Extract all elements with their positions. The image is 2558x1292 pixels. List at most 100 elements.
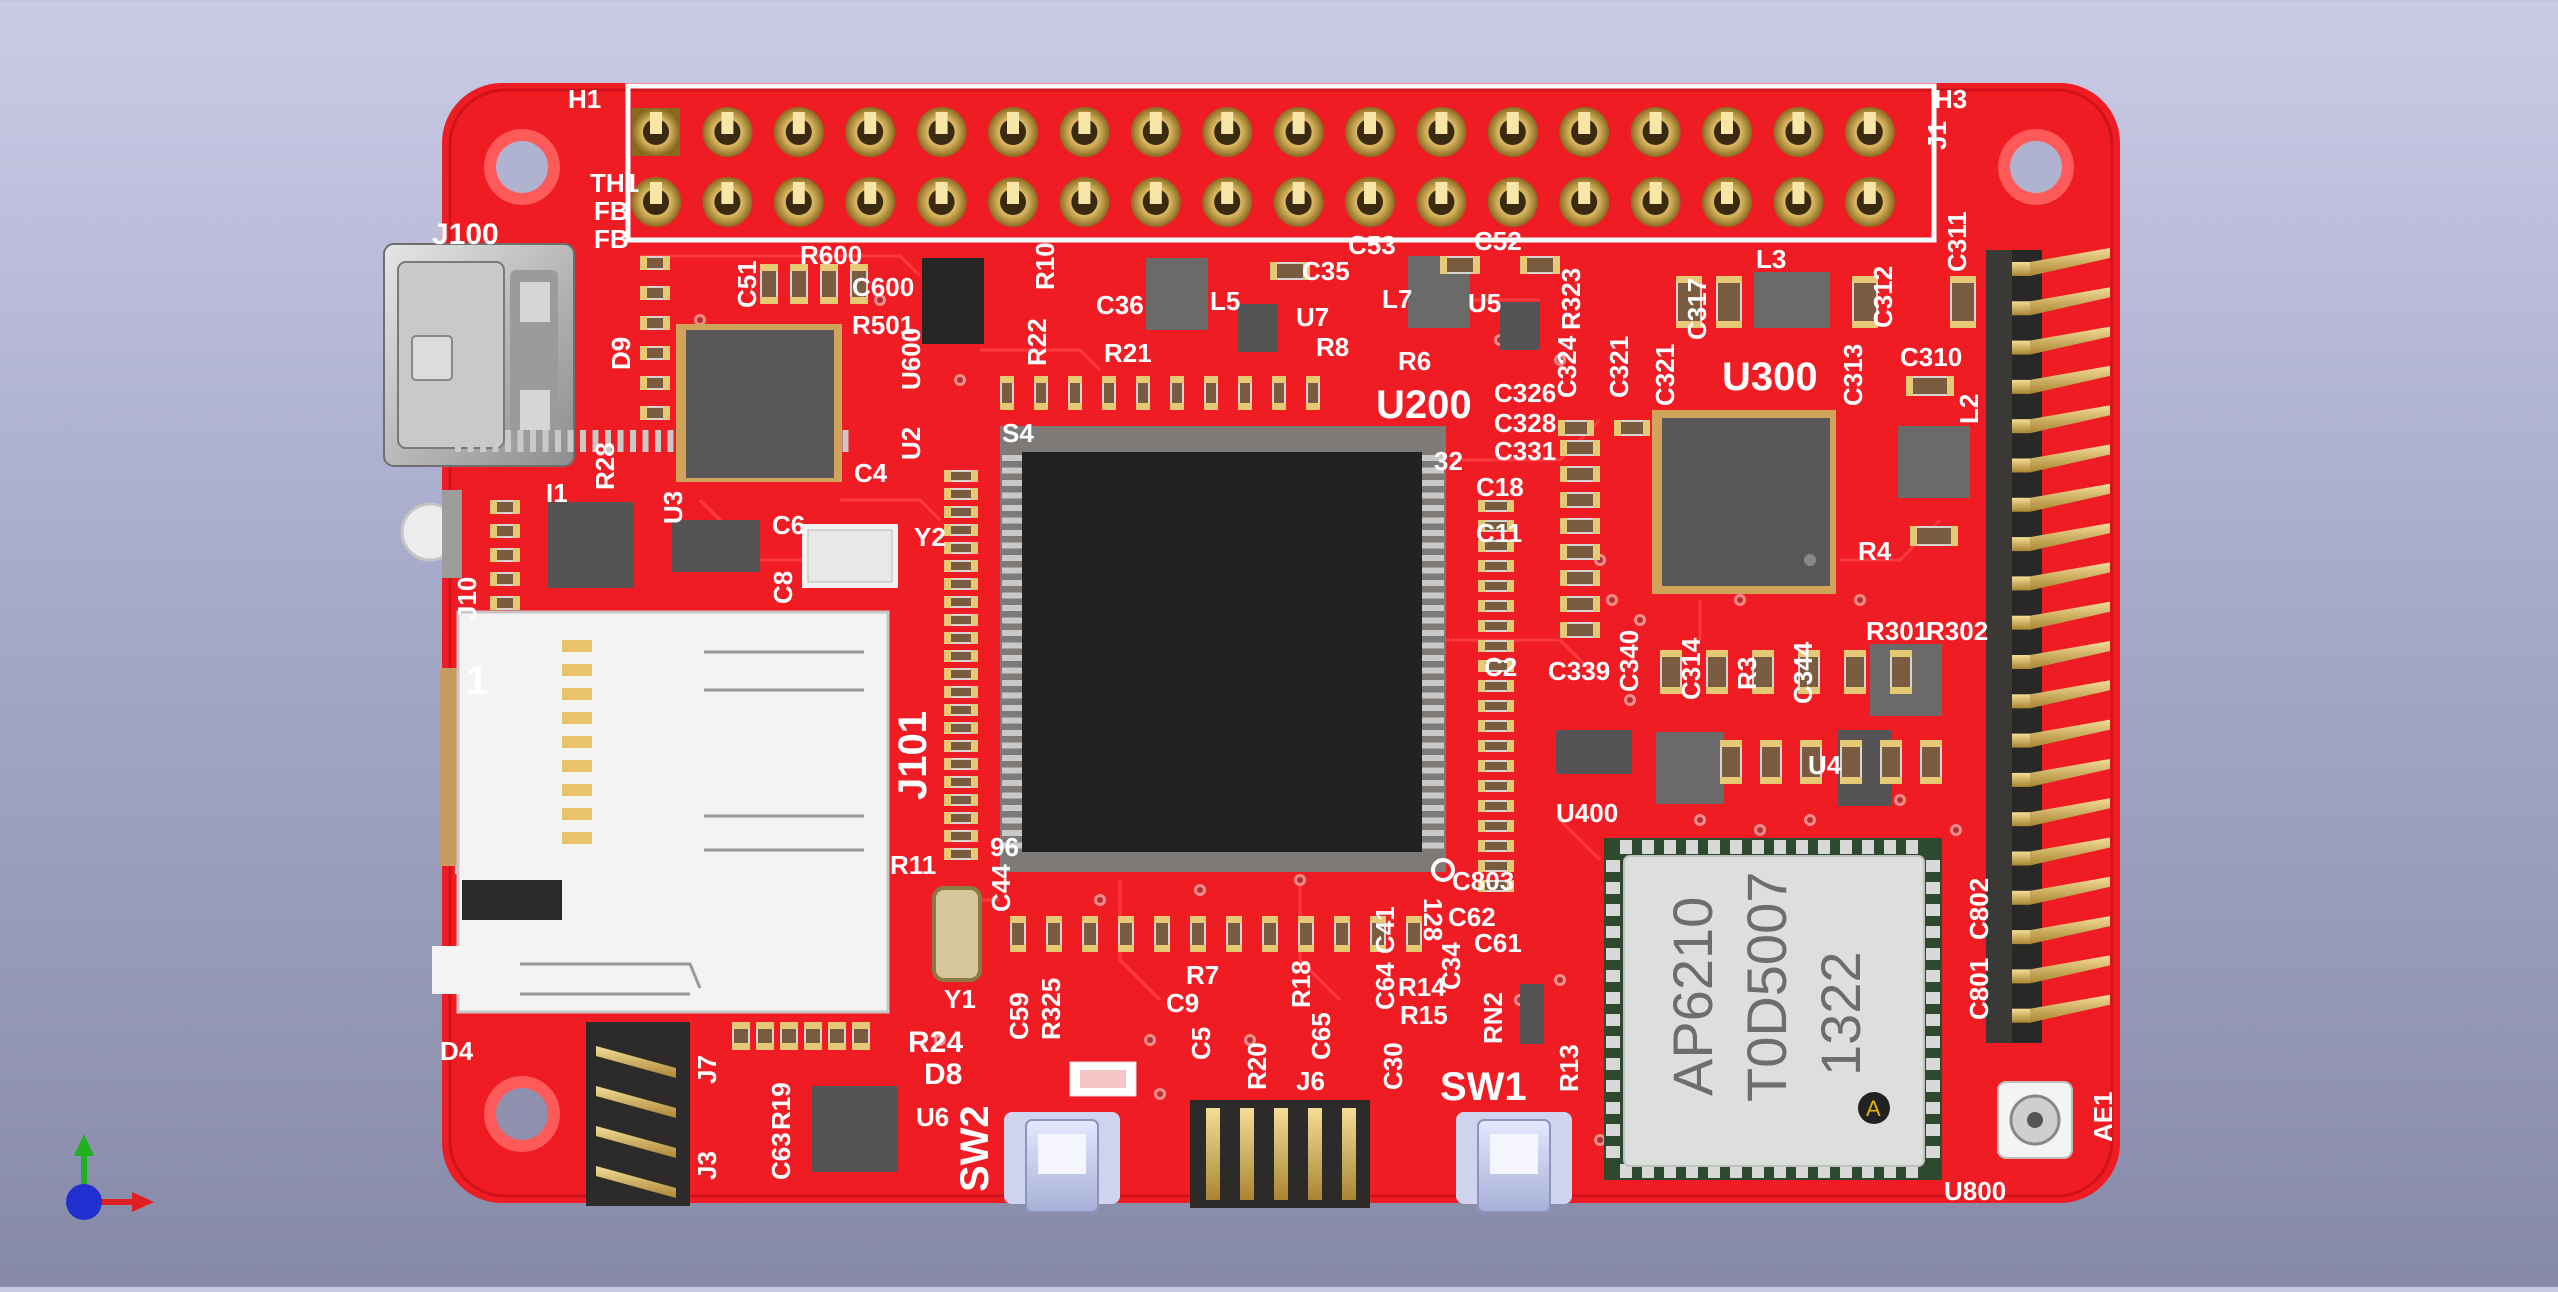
label-c801: C801 [1964,958,1994,1020]
smd-passive [1478,600,1514,612]
smd-passive [1478,860,1514,872]
label-r323: R323 [1556,268,1586,330]
header-pin [1059,107,1110,157]
smd-passive [1852,276,1878,328]
smd-passive [1170,376,1184,410]
smd-passive [640,346,670,360]
header-pin [2012,719,2110,748]
sw2-button [1004,1112,1120,1213]
smd-passive [1676,276,1702,328]
label-c317: C317 [1682,278,1712,340]
label-h3: H3 [1934,84,1967,114]
smd-passive [1840,740,1862,784]
smd-passive [944,830,978,842]
smd-passive [944,794,978,806]
wifi-module-line3: 1322 [1809,951,1872,1076]
header-j6 [1190,1100,1370,1208]
wifi-module-ap6210: AP6210 T0D5007 1322 A [1604,838,1942,1180]
label-r600: R600 [800,240,862,270]
label-sw1: SW1 [1440,1065,1527,1109]
label-c61: C61 [1474,928,1522,958]
label-c328: C328 [1494,408,1556,438]
header-pin [1559,177,1610,227]
smd-passive [1478,800,1514,812]
smd-passive [1478,760,1514,772]
label-r19: R19 [766,1082,796,1130]
smd-passive [944,542,978,554]
led-d8 [1069,1061,1137,1097]
smd-passive [1798,650,1820,694]
smd-passive [820,264,838,304]
header-pin [988,177,1038,227]
smd-passive [1478,580,1514,592]
ampak-logo-icon [1858,1092,1890,1124]
smd-passive [1890,650,1912,694]
label-u400: U400 [1556,798,1618,828]
label-d8: D8 [924,1058,962,1091]
label-y2: Y2 [914,522,946,552]
header-pin [1273,177,1324,227]
label-pin128: 128 [1418,898,1448,941]
smd-passive [1752,650,1774,694]
smd-passive [804,1022,822,1050]
label-sw2: SW2 [953,1105,997,1192]
header-pin [1345,177,1395,227]
label-u600: U600 [896,328,926,390]
label-d9: D9 [606,337,636,370]
passive-components [490,256,1976,1050]
trace [640,254,922,278]
label-r20: R20 [1242,1042,1272,1090]
label-c44: C44 [986,864,1016,912]
smd-passive [1558,420,1594,436]
label-th1: TH1 [590,168,639,198]
smd-passive [944,686,978,698]
smd-passive [1478,500,1514,512]
smd-passive [1478,720,1514,732]
smd-passive [944,758,978,770]
smd-passive [1560,518,1600,534]
label-s4: S4 [1002,418,1034,448]
crystal-y1 [932,886,982,982]
label-h1: H1 [568,84,601,114]
label-r10: R10 [1030,242,1060,290]
header-pin [2012,601,2110,630]
header-pin [1416,177,1467,227]
smd-passive [944,776,978,788]
header-pin [632,108,680,156]
smd-passive [640,286,670,300]
smd-passive [1910,526,1958,546]
trace [840,498,942,522]
smd-passive [944,704,978,716]
label-c312: C312 [1868,266,1898,328]
header-pin [2012,916,2110,945]
header-pin [2012,326,2110,355]
smd-passive [1262,916,1278,952]
label-r21: R21 [1104,338,1152,368]
smd-passive [1272,376,1286,410]
smd-passive [944,722,978,734]
smd-passive [1716,276,1742,328]
label-r301: R301 [1866,616,1928,646]
label-u6: U6 [916,1102,949,1132]
axes-gizmo[interactable] [66,1134,154,1220]
smd-passive [944,650,978,662]
header-pin [2012,758,2110,787]
header-pin [2012,365,2110,394]
header-pin [1130,177,1181,227]
wifi-module-logo: A [1866,1096,1881,1121]
smd-passive [1226,916,1242,952]
smd-passive [640,316,670,330]
smd-passive [1478,700,1514,712]
smd-passive [1034,376,1048,410]
header-pin [1345,107,1395,157]
smd-passive [944,848,978,860]
smd-passive [1190,916,1206,952]
smd-passive [1478,780,1514,792]
smd-passive [640,376,670,390]
u-qfn-left [676,324,842,482]
label-j3: J3 [692,1151,722,1180]
smd-passive [1880,740,1902,784]
label-r24: R24 [908,1026,963,1059]
label-r325: R325 [1036,978,1066,1040]
